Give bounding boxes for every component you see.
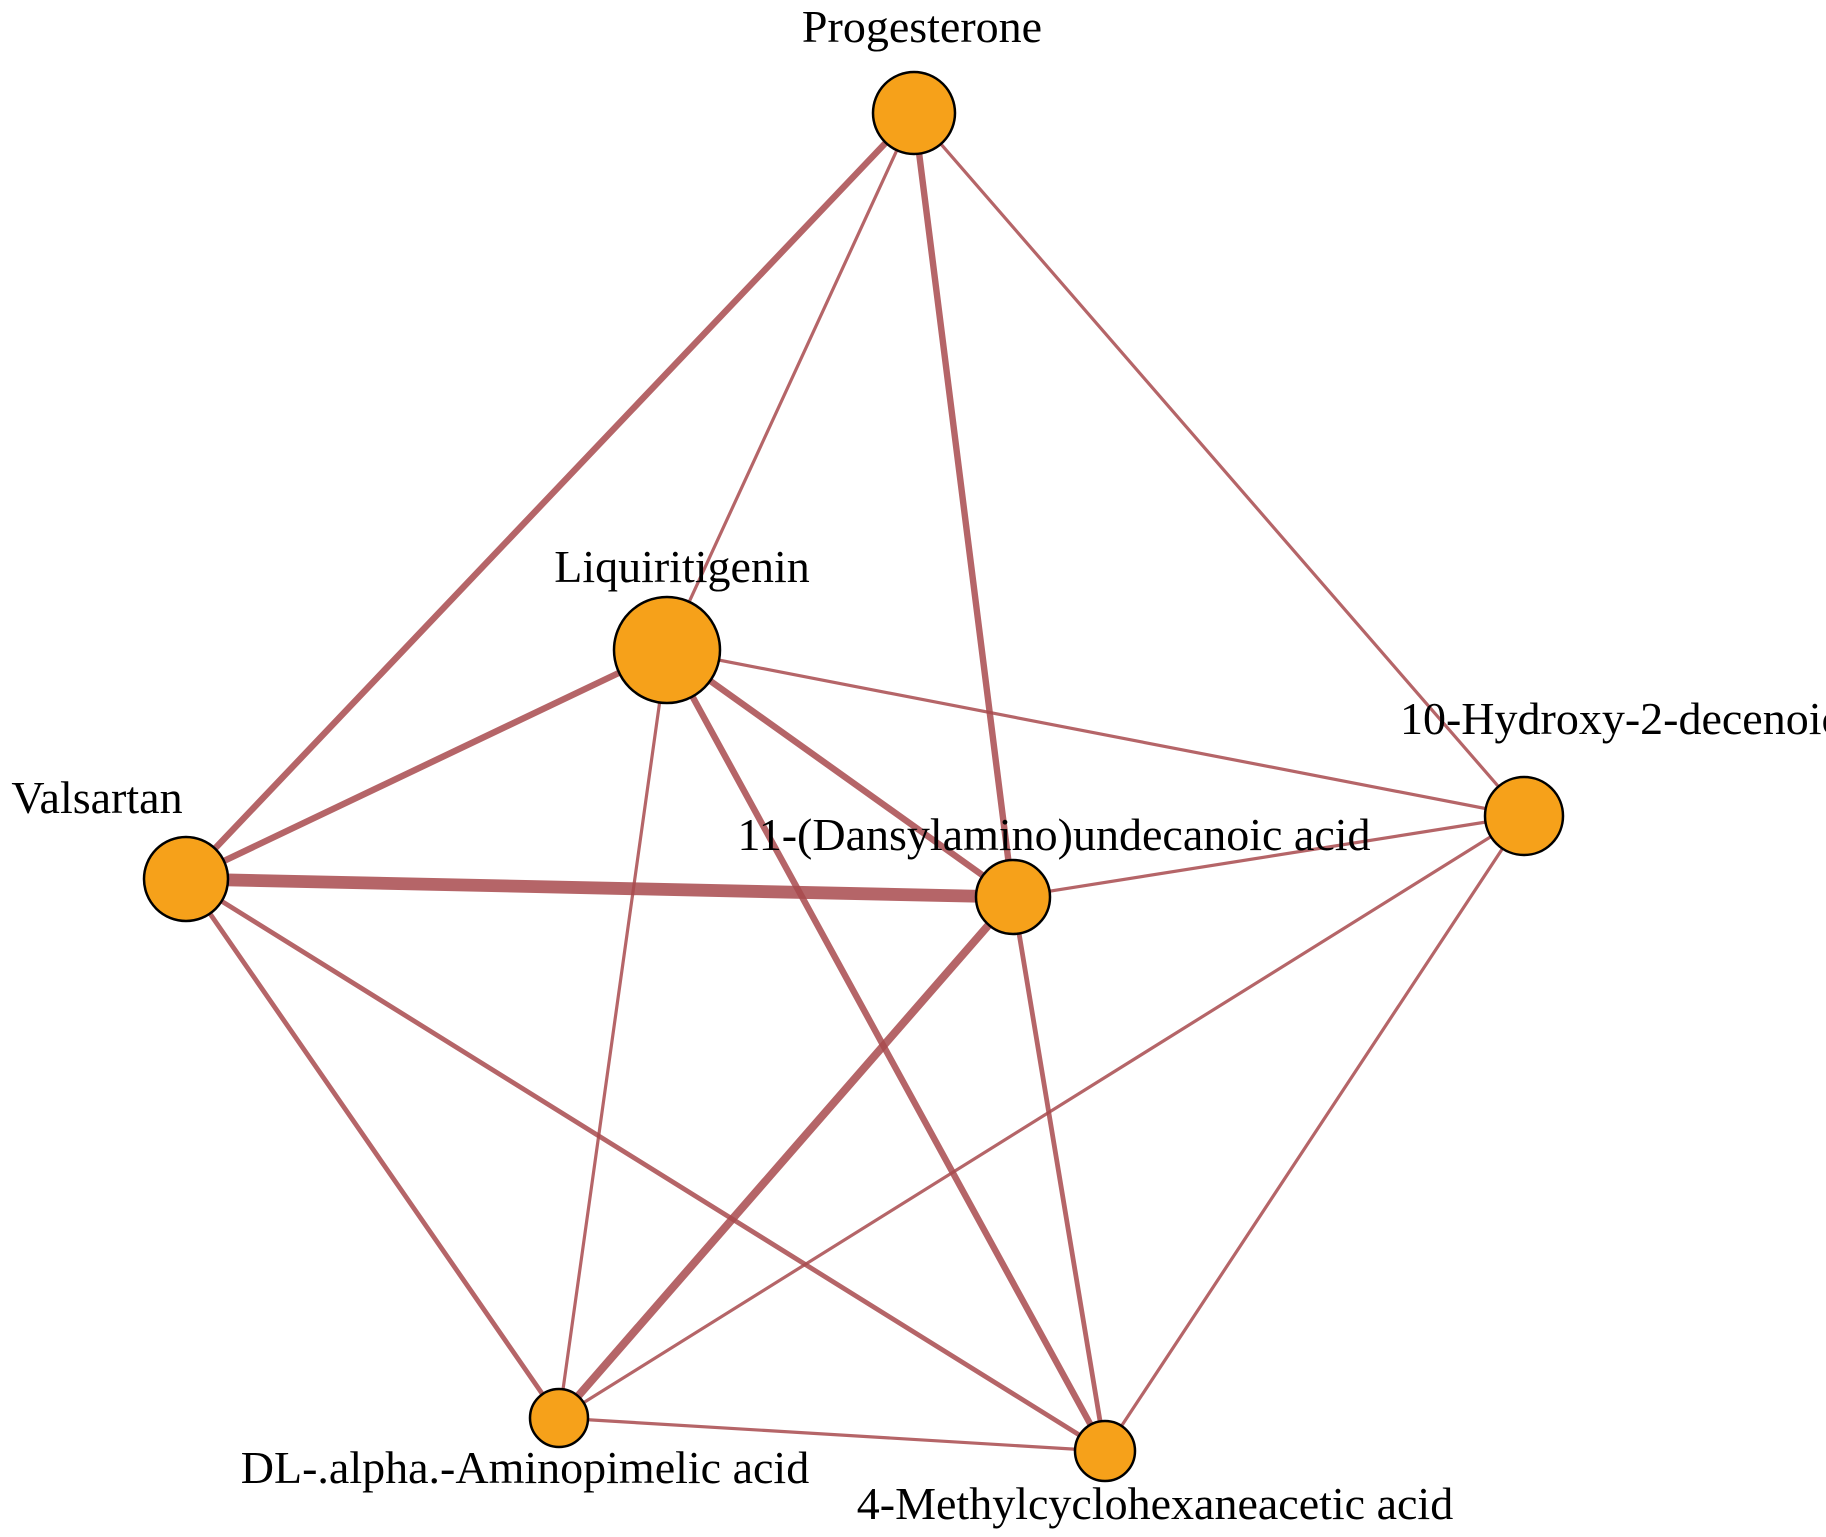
node-aminopimelic	[528, 1387, 590, 1449]
node-label-valsartan: Valsartan	[11, 772, 182, 823]
edge-valsartan-aminopimelic	[183, 876, 562, 1421]
edge-valsartan-methylcyclohexane	[183, 876, 1108, 1454]
edge-liquiritigenin-methylcyclohexane	[663, 646, 1109, 1455]
edge-hydroxydecenoic-aminopimelic	[557, 814, 1526, 1420]
edge-progesterone-dansylamino	[910, 109, 1017, 901]
edge-progesterone-hydroxydecenoic	[912, 111, 1526, 818]
edge-liquiritigenin-aminopimelic	[557, 648, 669, 1420]
node-methylcyclohexane	[1073, 1419, 1137, 1483]
node-label-liquiritigenin: Liquiritigenin	[554, 541, 810, 592]
node-progesterone	[871, 70, 957, 156]
edge-hydroxydecenoic-methylcyclohexane	[1103, 814, 1526, 1453]
node-valsartan	[142, 835, 230, 923]
node-label-dansylamino: 11-(Dansylamino)undecanoic acid	[737, 809, 1370, 860]
edge-valsartan-dansylamino	[179, 872, 1020, 904]
node-hydroxydecenoic	[1483, 775, 1565, 857]
node-dansylamino	[974, 858, 1052, 936]
node-layer	[142, 70, 1565, 1483]
node-label-aminopimelic: DL-.alpha.-Aminopimelic acid	[241, 1442, 809, 1493]
edge-dansylamino-methylcyclohexane	[1010, 894, 1108, 1454]
edge-liquiritigenin-valsartan	[182, 646, 671, 883]
edge-aminopimelic-methylcyclohexane	[557, 1416, 1107, 1453]
node-liquiritigenin	[612, 595, 722, 705]
edge-progesterone-liquiritigenin	[665, 111, 916, 652]
edge-dansylamino-aminopimelic	[555, 893, 1017, 1422]
node-label-hydroxydecenoic: 10-Hydroxy-2-decenoic acid	[1400, 693, 1826, 744]
edge-progesterone-valsartan	[182, 109, 918, 883]
edge-liquiritigenin-dansylamino	[663, 646, 1017, 901]
edge-dansylamino-hydroxydecenoic	[1011, 814, 1526, 899]
edge-layer	[179, 109, 1526, 1455]
node-label-progesterone: Progesterone	[802, 1, 1042, 52]
edge-liquiritigenin-hydroxydecenoic	[665, 648, 1526, 818]
node-label-methylcyclohexane: 4-Methylcyclohexaneacetic acid	[857, 1478, 1453, 1529]
